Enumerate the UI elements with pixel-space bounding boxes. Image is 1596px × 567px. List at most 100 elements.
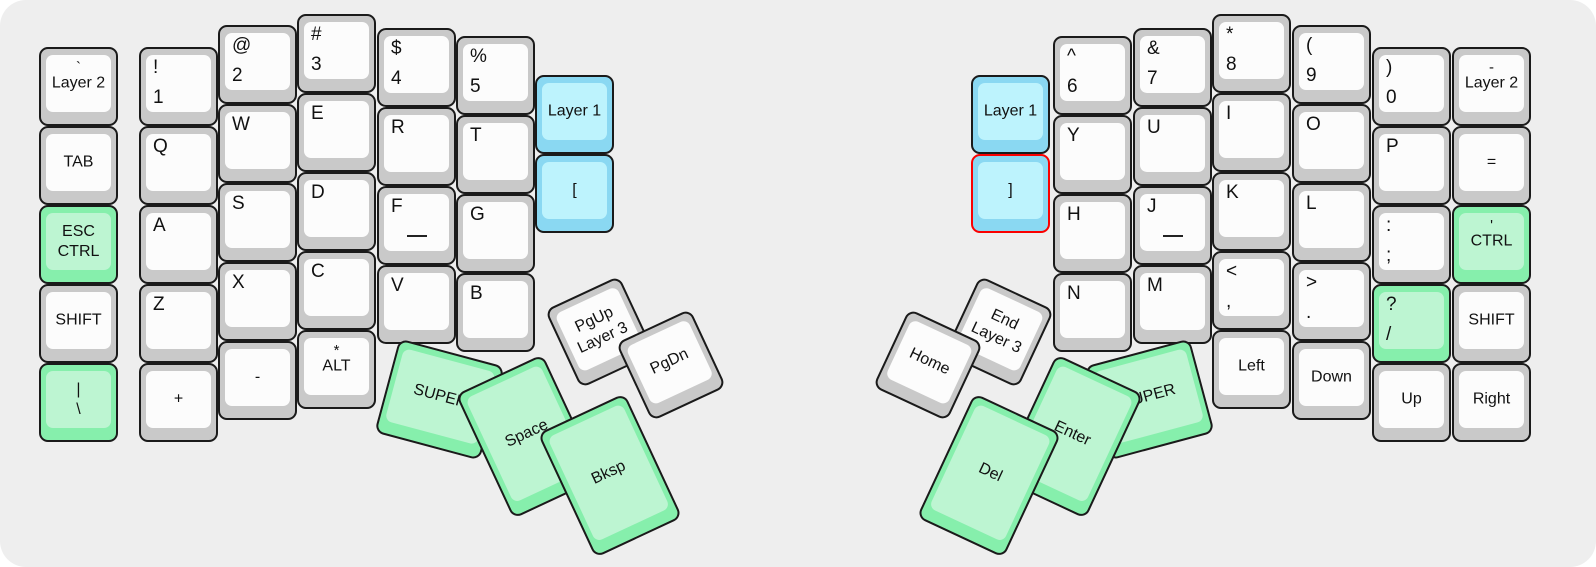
key-t[interactable]: T — [456, 115, 535, 194]
key-u-cap: U — [1140, 115, 1205, 172]
key-8[interactable]: *8 — [1212, 14, 1291, 93]
key-semicolon-legend-top: : — [1386, 215, 1392, 236]
key-period[interactable]: >. — [1292, 262, 1371, 341]
key-tab[interactable]: TAB — [39, 126, 118, 205]
key-m[interactable]: M — [1133, 265, 1212, 344]
key-bracket-right-cap: ] — [978, 162, 1043, 219]
key-q[interactable]: Q — [139, 126, 218, 205]
key-shift-right[interactable]: SHIFT — [1452, 284, 1531, 363]
key-7-cap: &7 — [1140, 36, 1205, 93]
key-right[interactable]: Right — [1452, 363, 1531, 442]
key-g[interactable]: G — [456, 194, 535, 273]
key-shift-right-cap: SHIFT — [1459, 292, 1524, 349]
key-plus-legend: + — [173, 390, 184, 408]
key-5-legend-bottom: 5 — [470, 76, 481, 98]
key-p-cap: P — [1379, 134, 1444, 191]
key-minus-layer2-legend: Layer 2 — [1464, 74, 1519, 92]
key-o[interactable]: O — [1292, 104, 1371, 183]
key-grave-layer2[interactable]: `Layer 2 — [39, 47, 118, 126]
key-a-legend-top: A — [153, 215, 166, 236]
key-v[interactable]: V — [377, 265, 456, 344]
key-0[interactable]: )0 — [1372, 47, 1451, 126]
key-up[interactable]: Up — [1372, 363, 1451, 442]
key-5[interactable]: %5 — [456, 36, 535, 115]
key-bracket-left-legend: [ — [572, 181, 577, 199]
key-g-cap: G — [463, 202, 528, 259]
key-c[interactable]: C — [297, 251, 376, 330]
key-1[interactable]: !1 — [139, 47, 218, 126]
key-3[interactable]: #3 — [297, 14, 376, 93]
key-minus[interactable]: - — [218, 341, 297, 420]
key-s-cap: S — [225, 191, 290, 248]
key-a[interactable]: A — [139, 205, 218, 284]
key-6-cap: ^6 — [1060, 44, 1125, 101]
key-9-legend-bottom: 9 — [1306, 65, 1317, 87]
key-f[interactable]: F — [377, 186, 456, 265]
key-bracket-left-cap: [ — [542, 162, 607, 219]
key-r[interactable]: R — [377, 107, 456, 186]
key-u[interactable]: U — [1133, 107, 1212, 186]
key-1-legend-bottom: 1 — [153, 87, 164, 109]
key-slash-legend-top: ? — [1386, 294, 1397, 315]
key-comma-legend-top: < — [1226, 261, 1238, 282]
key-p[interactable]: P — [1372, 126, 1451, 205]
key-2[interactable]: @2 — [218, 25, 297, 104]
key-4[interactable]: $4 — [377, 28, 456, 107]
key-z-cap: Z — [146, 292, 211, 349]
key-layer1-right[interactable]: Layer 1 — [971, 75, 1050, 154]
key-pipe-backslash[interactable]: |\ — [39, 363, 118, 442]
key-down[interactable]: Down — [1292, 341, 1371, 420]
key-comma[interactable]: <, — [1212, 251, 1291, 330]
key-9[interactable]: (9 — [1292, 25, 1371, 104]
key-n-cap: N — [1060, 281, 1125, 338]
key-j[interactable]: J — [1133, 186, 1212, 265]
key-quote-ctrl[interactable]: 'CTRL — [1452, 205, 1531, 284]
key-r-cap: R — [384, 115, 449, 172]
key-layer1-left[interactable]: Layer 1 — [535, 75, 614, 154]
key-m-legend-top: M — [1147, 275, 1163, 296]
key-k[interactable]: K — [1212, 172, 1291, 251]
key-right-legend: Right — [1472, 390, 1511, 408]
key-minus-legend: - — [254, 368, 261, 386]
key-minus-layer2[interactable]: -Layer 2 — [1452, 47, 1531, 126]
key-grave-layer2-cap: `Layer 2 — [46, 55, 111, 112]
key-semicolon-legend-bottom: ; — [1386, 245, 1392, 267]
key-equals[interactable]: = — [1452, 126, 1531, 205]
key-x-cap: X — [225, 270, 290, 327]
key-layer1-left-cap: Layer 1 — [542, 83, 607, 140]
key-2-legend-bottom: 2 — [232, 65, 243, 87]
key-y[interactable]: Y — [1053, 115, 1132, 194]
key-4-legend-top: $ — [391, 38, 402, 59]
key-plus[interactable]: + — [139, 363, 218, 442]
key-semicolon-cap: :; — [1379, 213, 1444, 270]
key-j-homing-bar — [1162, 235, 1183, 237]
key-left[interactable]: Left — [1212, 330, 1291, 409]
key-n[interactable]: N — [1053, 273, 1132, 352]
key-b[interactable]: B — [456, 273, 535, 352]
key-s[interactable]: S — [218, 183, 297, 262]
key-6[interactable]: ^6 — [1053, 36, 1132, 115]
key-d[interactable]: D — [297, 172, 376, 251]
key-l[interactable]: L — [1292, 183, 1371, 262]
key-down-cap: Down — [1299, 349, 1364, 406]
key-del-cap: Del — [928, 403, 1052, 543]
key-slash[interactable]: ?/ — [1372, 284, 1451, 363]
key-e[interactable]: E — [297, 93, 376, 172]
key-y-cap: Y — [1060, 123, 1125, 180]
key-asterisk-alt[interactable]: *ALT — [297, 330, 376, 409]
key-x[interactable]: X — [218, 262, 297, 341]
key-slash-cap: ?/ — [1379, 292, 1444, 349]
key-esc-ctrl-legend-line2: CTRL — [57, 242, 100, 260]
key-z-legend-top: Z — [153, 294, 165, 315]
key-equals-legend: = — [1486, 153, 1497, 171]
key-semicolon[interactable]: :; — [1372, 205, 1451, 284]
key-h[interactable]: H — [1053, 194, 1132, 273]
key-shift-left[interactable]: SHIFT — [39, 284, 118, 363]
key-bracket-right[interactable]: ] — [971, 154, 1050, 233]
key-z[interactable]: Z — [139, 284, 218, 363]
key-7[interactable]: &7 — [1133, 28, 1212, 107]
key-bracket-left[interactable]: [ — [535, 154, 614, 233]
key-w[interactable]: W — [218, 104, 297, 183]
key-i[interactable]: I — [1212, 93, 1291, 172]
